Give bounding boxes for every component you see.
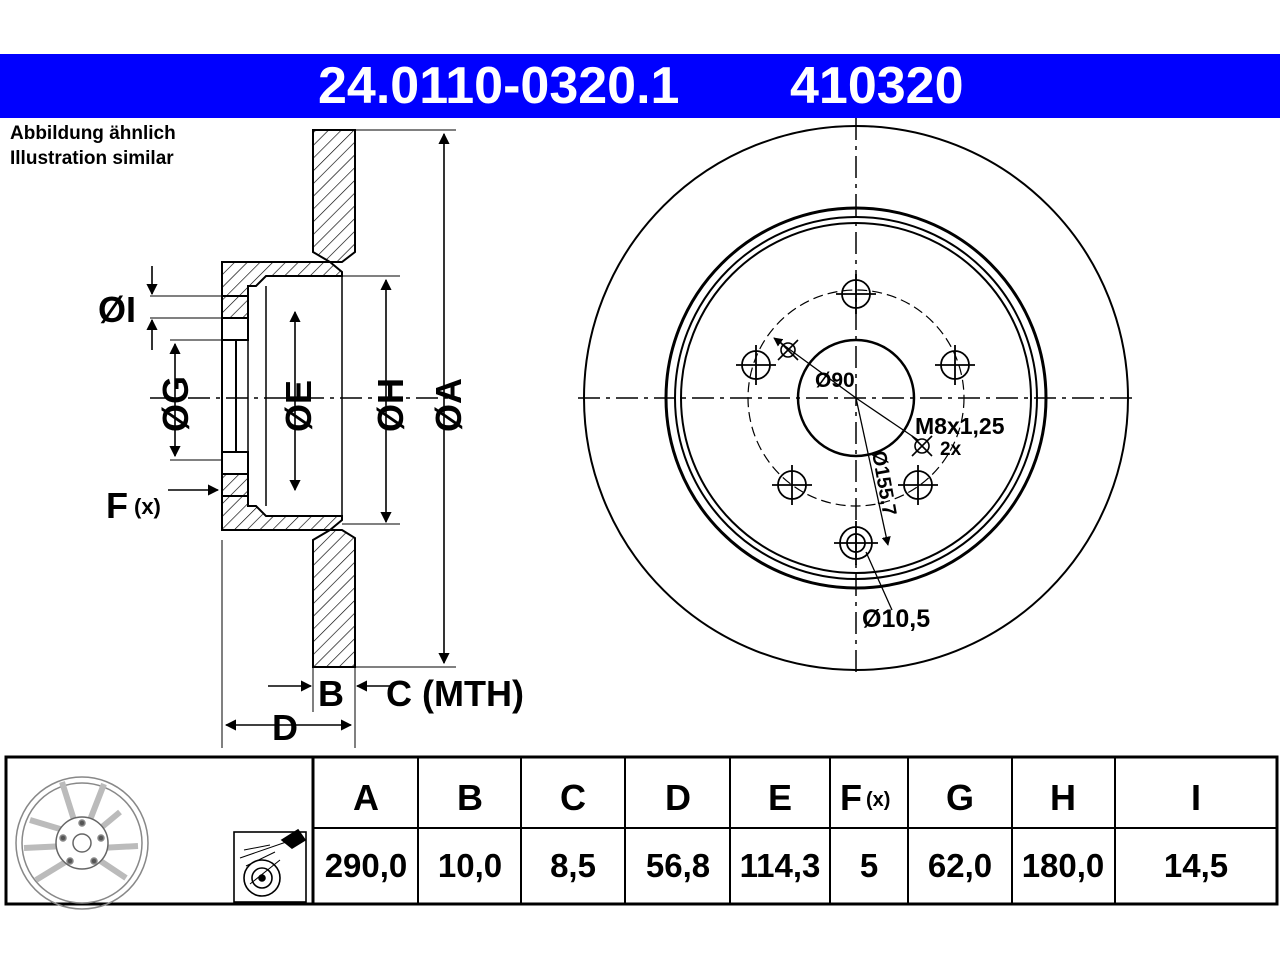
front-view-labels: Ø90 M8x1,25 2x Ø155,7 Ø10,5 <box>815 369 1005 633</box>
table-value-D: 56,8 <box>646 847 710 884</box>
table-header-E: E <box>768 777 792 818</box>
table-value-A: 290,0 <box>325 847 408 884</box>
note-german: Abbildung ähnlich <box>10 123 176 144</box>
reference-number: 410320 <box>790 57 964 115</box>
note-english: Illustration similar <box>10 148 174 169</box>
table-header-F: F <box>840 777 862 818</box>
side-dimension-lines <box>146 129 456 748</box>
front-view <box>578 118 1134 678</box>
label-D: D <box>272 707 298 748</box>
table-value-row: 290,0 10,0 8,5 56,8 114,3 5 62,0 180,0 1… <box>325 847 1228 884</box>
label-thread-count: 2x <box>940 439 962 460</box>
part-number: 24.0110-0320.1 <box>318 57 680 115</box>
header-bar <box>0 54 1280 118</box>
brake-disc-thumbnail-icon <box>15 776 149 910</box>
bolt-hole-detail <box>834 521 878 565</box>
bolt-hole <box>935 345 975 385</box>
table-value-E: 114,3 <box>740 847 821 884</box>
label-F-sub: (x) <box>134 494 161 519</box>
table-value-I: 14,5 <box>1164 847 1228 884</box>
bolt-hole <box>736 345 776 385</box>
label-thread: M8x1,25 <box>915 413 1005 439</box>
table-header-row: A B C D E F (x) G H I <box>353 777 1201 818</box>
spray-cleaning-icon <box>233 828 307 903</box>
label-E: ØE <box>278 380 319 432</box>
table-value-H: 180,0 <box>1022 847 1105 884</box>
table-header-I: I <box>1191 777 1201 818</box>
label-hole-diameter: Ø10,5 <box>862 605 930 633</box>
label-H: ØH <box>370 378 411 432</box>
label-I: ØI <box>98 289 136 330</box>
label-B: B <box>318 673 344 714</box>
table-value-F: 5 <box>860 847 878 884</box>
bolt-hole <box>836 274 876 314</box>
bolt-hole <box>772 465 812 505</box>
table-value-B: 10,0 <box>438 847 502 884</box>
table-value-C: 8,5 <box>550 847 596 884</box>
bolt-hole <box>898 465 938 505</box>
label-center-bore: Ø90 <box>815 369 855 392</box>
label-G: ØG <box>155 376 196 432</box>
table-header-B: B <box>457 777 483 818</box>
label-A: ØA <box>428 378 469 432</box>
side-section-view <box>150 129 460 668</box>
label-F: F <box>106 485 128 526</box>
side-dimension-labels: ØI ØG ØE ØH ØA F (x) B C (MTH) D <box>98 289 524 748</box>
table-header-G: G <box>946 777 974 818</box>
table-value-G: 62,0 <box>928 847 992 884</box>
label-C: C (MTH) <box>386 673 524 714</box>
thread-hole <box>911 435 933 457</box>
table-header-A: A <box>353 777 379 818</box>
table-header-C: C <box>560 777 586 818</box>
table-header-H: H <box>1050 777 1076 818</box>
table-header-D: D <box>665 777 691 818</box>
table-header-F-sub: (x) <box>866 789 890 811</box>
